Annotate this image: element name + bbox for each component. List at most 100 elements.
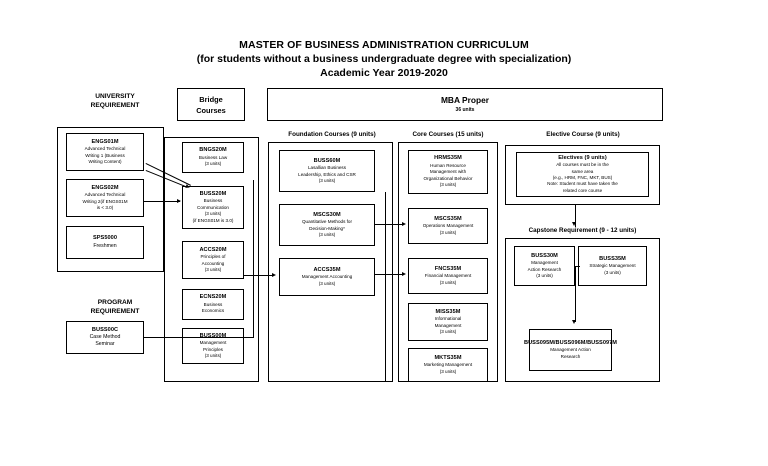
course-code: MISS35M bbox=[435, 308, 461, 315]
connector-vertical-spine bbox=[253, 180, 254, 337]
course-desc-line: Writing 1 (Business bbox=[85, 152, 125, 158]
course-desc-line: (3 units) bbox=[439, 279, 457, 285]
course-code: BUSS35M bbox=[599, 255, 626, 262]
course-box-buss60m[interactable]: BUSS60M Lasallian Business Leadership, E… bbox=[279, 150, 375, 192]
course-box-accs20m[interactable]: ACCS20M Principles of Accounting (3 unit… bbox=[182, 241, 244, 279]
course-code: MKTS35M bbox=[434, 354, 462, 361]
connector-arrow bbox=[177, 198, 181, 203]
connector-vertical-foundation bbox=[385, 192, 386, 382]
course-box-fncs35m[interactable]: FNCS35M Financial Management (3 units) bbox=[408, 258, 488, 294]
course-desc-line: is < 3.0) bbox=[96, 204, 114, 210]
foundation-courses-frame bbox=[268, 142, 393, 382]
course-box-mscs35m[interactable]: MSCS35M Operations Management (3 units) bbox=[408, 208, 488, 244]
course-desc-line: (3 units) bbox=[204, 161, 222, 167]
course-code: Electives (9 units) bbox=[558, 154, 607, 161]
course-desc-line: Writing Content) bbox=[88, 158, 122, 164]
course-box-buss095m[interactable]: BUSS095M/BUSS096M/BUSS097M Management Ac… bbox=[524, 329, 617, 371]
course-desc-line: (3 units) bbox=[439, 368, 457, 374]
course-desc-line: Communication bbox=[197, 204, 229, 210]
course-desc-line: Marketing Management bbox=[423, 362, 473, 368]
course-desc-line: Operations Management bbox=[422, 223, 474, 229]
course-code: BUSS00C bbox=[91, 326, 119, 333]
connector-accs20m-accs35m bbox=[244, 275, 274, 276]
course-desc-line: Management with bbox=[429, 169, 467, 175]
course-box-buss00m[interactable]: BUSS00M Management Principles (3 units) bbox=[182, 328, 244, 364]
course-box-buss20m[interactable]: BUSS20M Business Communication (3 units)… bbox=[182, 186, 244, 229]
course-code: ECNS20M bbox=[199, 294, 227, 301]
connector-arrow bbox=[272, 272, 276, 277]
course-box-accs35m[interactable]: ACCS35M Management Accounting (3 units) bbox=[279, 258, 375, 296]
course-desc-line: Organizational Behavior bbox=[423, 175, 473, 181]
course-code: BUSS60M bbox=[313, 157, 341, 164]
connector-buss00c-line bbox=[144, 337, 254, 338]
course-desc-line: Management bbox=[531, 260, 558, 266]
course-desc-line: Research bbox=[560, 353, 581, 359]
connector-mscs30m-mscs35m bbox=[375, 224, 404, 225]
course-desc-line: (3 units) bbox=[439, 328, 457, 334]
bridge-courses-frame bbox=[164, 137, 259, 382]
course-desc-line: Business Law bbox=[198, 154, 228, 160]
course-code: BUSS20M bbox=[199, 190, 227, 197]
course-desc-line: Financial Management bbox=[424, 273, 472, 279]
course-desc-line: Seminar bbox=[95, 341, 115, 348]
course-desc-line: (3 units) bbox=[318, 177, 336, 183]
course-code: BUSS095M/BUSS096M/BUSS097M bbox=[524, 339, 618, 346]
course-box-buss35m[interactable]: BUSS35M Strategic Management (3 units) bbox=[578, 246, 647, 286]
course-box-buss30m[interactable]: BUSS30M Management Action Research (3 un… bbox=[514, 246, 575, 286]
page-title: MASTER OF BUSINESS ADMINISTRATION CURRIC… bbox=[0, 38, 768, 81]
connector-capstone-h bbox=[575, 266, 580, 267]
program-requirement-label: PROGRAM REQUIREMENT bbox=[90, 299, 140, 315]
course-box-buss00c[interactable]: BUSS00C Case Method Seminar bbox=[66, 321, 144, 354]
course-desc-line: Management bbox=[434, 322, 462, 328]
course-desc-line: related core course bbox=[562, 187, 603, 193]
connector-arrow-down bbox=[572, 222, 577, 226]
course-desc-line: Business bbox=[203, 301, 223, 307]
course-code: HRMS35M bbox=[434, 155, 462, 162]
course-desc-line: (3 units) bbox=[204, 211, 222, 217]
foundation-courses-label: Foundation Courses (9 units) bbox=[288, 131, 376, 138]
course-desc-line: Management bbox=[199, 340, 227, 346]
course-desc-line: All courses must be in the bbox=[556, 162, 609, 168]
connector-arrow bbox=[402, 271, 406, 276]
course-desc-line: Lasallian Business bbox=[307, 165, 347, 171]
bridge-courses-header: Bridge Courses bbox=[177, 88, 245, 121]
mba-proper-subtitle: 36 units bbox=[455, 107, 475, 113]
course-desc-line: (if ENGS01M is 3.0) bbox=[192, 217, 234, 223]
course-box-mscs30m[interactable]: MSCS30M Quantitative Methods for Decisio… bbox=[279, 204, 375, 246]
course-desc-line: (3 units) bbox=[536, 272, 553, 278]
course-desc-line: Freshmen bbox=[93, 242, 117, 249]
course-desc-line: Informational bbox=[434, 316, 462, 322]
course-desc-line: Advanced Technical bbox=[84, 192, 126, 198]
elective-course-label: Elective Course (9 units) bbox=[546, 131, 620, 138]
bridge-title-line-2: Courses bbox=[196, 105, 226, 115]
core-courses-label: Core Courses (15 units) bbox=[412, 131, 484, 138]
course-desc-line: Case Method bbox=[89, 334, 121, 340]
connector-engs02m-buss20m bbox=[144, 201, 180, 202]
course-box-miss35m[interactable]: MISS35M Informational Management (3 unit… bbox=[408, 303, 488, 341]
title-line-1: MASTER OF BUSINESS ADMINISTRATION CURRIC… bbox=[239, 39, 529, 51]
course-code: BNGS20M bbox=[199, 147, 227, 154]
mba-proper-title: MBA Proper bbox=[440, 95, 490, 105]
connector-arrow-down bbox=[572, 320, 577, 324]
connector-accs35m-fncs35m bbox=[375, 274, 404, 275]
course-box-mkts35m[interactable]: MKTS35M Marketing Management (3 units) bbox=[408, 348, 488, 382]
course-desc-line: Management Accounting bbox=[301, 274, 353, 280]
course-desc-line: Management Action bbox=[550, 347, 591, 353]
connector-elective-capstone bbox=[575, 205, 576, 227]
course-desc-line: Action Research bbox=[527, 266, 562, 272]
course-desc-line: Human Resource bbox=[430, 162, 466, 168]
course-box-bngs20m[interactable]: BNGS20M Business Law (3 units) bbox=[182, 142, 244, 173]
course-desc-line: (3 units) bbox=[318, 280, 336, 286]
course-desc-line: (3 units) bbox=[204, 266, 222, 272]
course-box-ecns20m[interactable]: ECNS20M Business Economics bbox=[182, 289, 244, 320]
course-box-engs02m[interactable]: ENGS02M Advanced Technical Writing 2(if … bbox=[66, 179, 144, 217]
course-box-sps5000[interactable]: SPS5000 Freshmen bbox=[66, 226, 144, 259]
course-box-hrms35m[interactable]: HRMS35M Human Resource Management with O… bbox=[408, 150, 488, 194]
course-code: ENGS01M bbox=[91, 138, 119, 145]
course-box-engs01m[interactable]: ENGS01M Advanced Technical Writing 1 (Bu… bbox=[66, 133, 144, 171]
elective-course-frame bbox=[505, 145, 660, 205]
course-desc-line: Strategic Management bbox=[589, 263, 636, 269]
connector-arrow bbox=[402, 221, 406, 226]
course-code: MSCS35M bbox=[434, 215, 462, 222]
course-box-electives[interactable]: Electives (9 units) All courses must be … bbox=[516, 152, 649, 197]
